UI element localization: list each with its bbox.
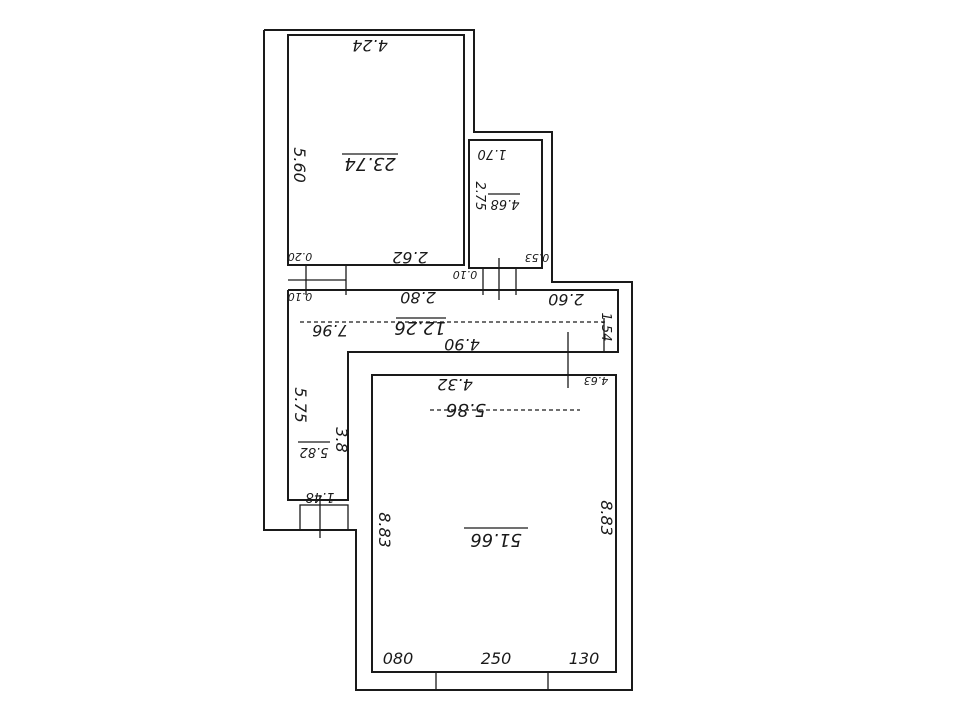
outer-walls bbox=[263, 29, 633, 691]
corridor-total-length-label: 7.96 bbox=[312, 321, 348, 340]
room-2-area-label: 4.68 bbox=[491, 196, 520, 211]
corridor-area-label: 12.26 bbox=[394, 317, 446, 338]
room-3 bbox=[371, 374, 617, 690]
hall-opening bbox=[299, 495, 349, 538]
room-2-labels: 1.70 2.75 4.68 0.10 0.53 bbox=[453, 146, 550, 281]
corridor-right-side-label: 1.54 bbox=[598, 313, 613, 342]
room-1-length-label: 5.60 bbox=[290, 147, 309, 183]
room-1-inner-bottom-label: 2.62 bbox=[392, 248, 428, 267]
room-2 bbox=[468, 139, 543, 300]
corridor-left-offset-label: 0.10 bbox=[288, 290, 313, 303]
corridor-right-segment-label: 2.60 bbox=[548, 290, 584, 309]
room-1-width-label: 4.24 bbox=[352, 36, 388, 55]
room-2-width-label: 1.70 bbox=[478, 146, 507, 161]
hall-labels: 5.75 5.82 3.8 1.48 bbox=[291, 387, 351, 504]
corridor bbox=[287, 289, 619, 501]
room-3-total-width-label: 5.86 bbox=[446, 399, 486, 420]
hall-length-label: 5.75 bbox=[291, 387, 310, 423]
room-3-top-width-label: 4.32 bbox=[437, 375, 473, 394]
corridor-bottom-segment-label: 4.90 bbox=[444, 335, 480, 354]
hall-bottom-width-label: 1.48 bbox=[306, 489, 335, 504]
room-1-inner-left-label: 0.20 bbox=[288, 250, 313, 263]
room-3-right-side-label: 8.83 bbox=[597, 500, 616, 536]
corridor-labels: 0.10 2.80 2.60 7.96 12.26 4.90 1.54 bbox=[288, 288, 613, 354]
room-3-top-offset-label: 4.63 bbox=[584, 374, 609, 387]
room-3-window-right-label: 130 bbox=[569, 649, 600, 668]
corridor-top-segment-label: 2.80 bbox=[400, 288, 436, 307]
area-underlines bbox=[298, 153, 528, 529]
room-3-window-width-label: 250 bbox=[481, 649, 512, 668]
room-2-door-right-label: 0.53 bbox=[525, 251, 550, 264]
hall-area-label: 5.82 bbox=[300, 444, 329, 459]
room-3-area-label: 51.66 bbox=[470, 529, 522, 550]
room-3-left-side-label: 8.83 bbox=[375, 512, 394, 548]
room-3-window-left-label: 080 bbox=[383, 649, 414, 668]
hall-width-label: 3.8 bbox=[332, 427, 351, 452]
room-1-labels: 4.24 23.74 5.60 0.20 2.62 bbox=[288, 36, 428, 267]
room-1-area-label: 23.74 bbox=[344, 153, 396, 174]
room-3-labels: 4.63 4.32 5.86 51.66 8.83 8.83 080 250 1… bbox=[375, 374, 616, 668]
room-2-door-left-label: 0.10 bbox=[453, 268, 478, 281]
room-2-length-label: 2.75 bbox=[472, 182, 487, 211]
